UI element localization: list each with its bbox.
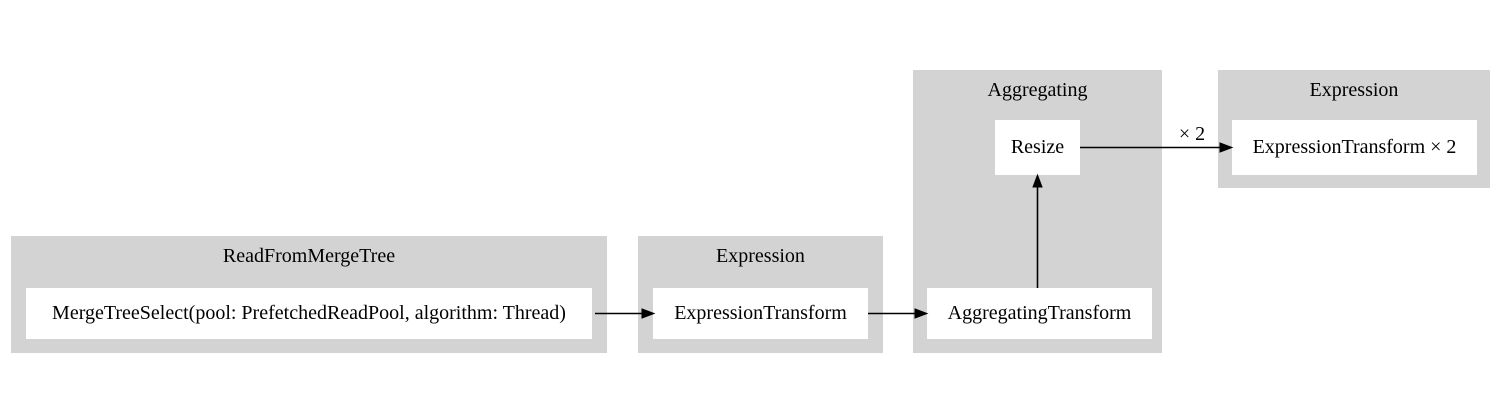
node-resize: Resize bbox=[995, 120, 1080, 175]
cluster-label-expression-1: Expression bbox=[716, 245, 805, 267]
node-expression-transform-1: ExpressionTransform bbox=[653, 288, 868, 339]
node-mergetree-select: MergeTreeSelect(pool: PrefetchedReadPool… bbox=[26, 288, 592, 339]
cluster-label-expression-2: Expression bbox=[1309, 79, 1399, 101]
cluster-label-aggregating: Aggregating bbox=[987, 79, 1088, 101]
cluster-label-readfrommergetree: ReadFromMergeTree bbox=[222, 245, 396, 267]
edge-multiplier-label: × 2 bbox=[1178, 123, 1206, 145]
node-aggregating-transform: AggregatingTransform bbox=[927, 288, 1152, 339]
node-expression-transform-x2: ExpressionTransform × 2 bbox=[1232, 120, 1477, 175]
